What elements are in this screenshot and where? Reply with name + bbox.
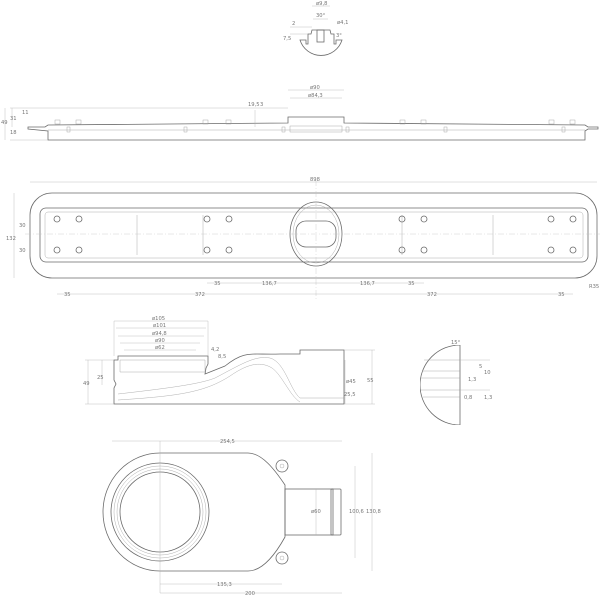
dim-label: 19,5	[248, 102, 260, 108]
dim-label: 5	[479, 364, 482, 370]
detail-right-view: 15° 5 10 1,3 0,8 1,3	[420, 340, 492, 425]
dim-label: 372	[427, 292, 437, 298]
dim-label: 136,7	[360, 281, 375, 287]
dim-label: 2	[292, 21, 295, 27]
dim-label: 100,6	[349, 509, 364, 515]
dim-label: ø4,1	[337, 20, 348, 26]
dim-label: 130,8	[366, 509, 381, 515]
dim-label: 372	[195, 292, 205, 298]
dim-label: 3°	[336, 33, 342, 39]
dim-label: 30°	[316, 13, 326, 19]
dim-label: 25,5	[344, 392, 356, 398]
dim-label: 10	[484, 370, 491, 376]
plan-view: 254,5 ø60 100,6 130,8 135,3 200	[102, 439, 381, 595]
dim-label: 254,5	[220, 439, 235, 445]
dim-label: ø45	[346, 379, 356, 385]
dim-label: 7,5	[283, 36, 291, 42]
dim-label: 200	[245, 591, 255, 595]
dim-label: ø101	[153, 323, 166, 329]
side-view: ø90 ø84,3 19,5 3 11 31 49 18	[1, 85, 599, 141]
section-view: ø105 ø101 ø94,8 ø90 ø62 4,2 8,5 25 49 ø4…	[83, 316, 375, 405]
dim-label: 25	[97, 375, 104, 381]
dim-label: 1,3	[468, 377, 476, 383]
dim-label: 30	[19, 223, 26, 229]
dim-label: ø60	[311, 509, 321, 515]
dim-label: 132	[6, 236, 16, 242]
dim-label: 35	[214, 281, 221, 287]
dim-label: 0,8	[464, 395, 472, 401]
dim-label: 49	[83, 381, 90, 387]
dim-label: ø84,3	[308, 93, 323, 99]
dim-label: ø9,8	[316, 1, 327, 7]
top-view: 898 132 30 30 R35 35 136,7 136,7 35 35 3…	[6, 177, 600, 300]
dim-label: 31	[10, 116, 17, 122]
dim-label: 55	[367, 378, 374, 384]
dim-label: ø62	[155, 345, 165, 351]
mounting-clips	[53, 215, 577, 254]
dim-label: 30	[19, 248, 26, 254]
dim-label: 15°	[451, 340, 461, 346]
dim-label: 11	[22, 110, 29, 116]
dim-label: 8,5	[218, 354, 226, 360]
dim-label: 1,3	[484, 395, 492, 401]
dim-label: 49	[1, 120, 8, 126]
dim-label: 4,2	[211, 347, 219, 353]
dim-label: 35	[64, 292, 71, 298]
dim-label: 898	[310, 177, 320, 183]
dim-label: 3	[260, 102, 263, 108]
dim-label: ø105	[152, 316, 165, 322]
dim-label: 135,3	[217, 582, 232, 588]
detail-top-view: ø9,8 30° ø4,1 2 7,5 3°	[283, 1, 348, 56]
dim-label: ø90	[310, 85, 320, 91]
dim-label: ø90	[155, 338, 165, 344]
dim-label: 136,7	[262, 281, 277, 287]
dim-label: 35	[558, 292, 565, 298]
dim-label: R35	[589, 284, 599, 290]
dim-label: 18	[10, 130, 17, 136]
dim-label: ø94,8	[152, 331, 167, 337]
dim-label: 35	[408, 281, 415, 287]
